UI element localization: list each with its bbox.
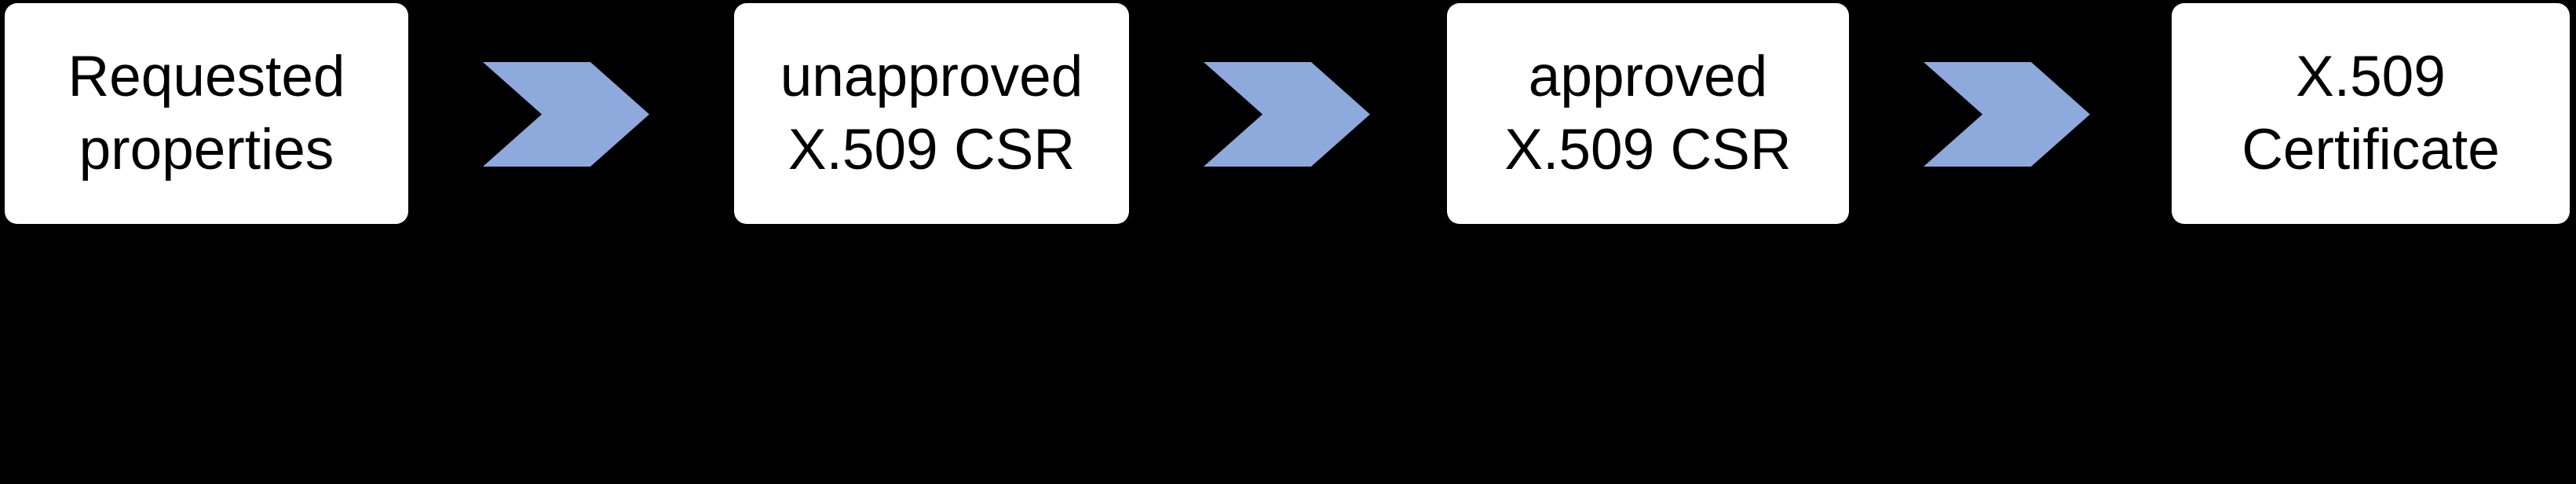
flow-step-label: unapproved X.509 CSR: [780, 44, 1083, 182]
chevron-right-arrow-icon: [1204, 62, 1370, 167]
flow-step-unapproved-x509-csr: unapproved X.509 CSR: [734, 3, 1129, 224]
flow-step-requested-properties: Requested properties: [5, 3, 408, 224]
flow-step-label: X.509 Certificate: [2242, 44, 2500, 182]
flow-step-label: Requested properties: [68, 44, 345, 182]
flow-step-label: approved X.509 CSR: [1504, 44, 1792, 182]
flow-step-approved-x509-csr: approved X.509 CSR: [1447, 3, 1849, 224]
chevron-right-arrow-icon: [1924, 62, 2090, 167]
chevron-right-arrow-icon: [483, 62, 649, 167]
flow-step-x509-certificate: X.509 Certificate: [2172, 3, 2570, 224]
